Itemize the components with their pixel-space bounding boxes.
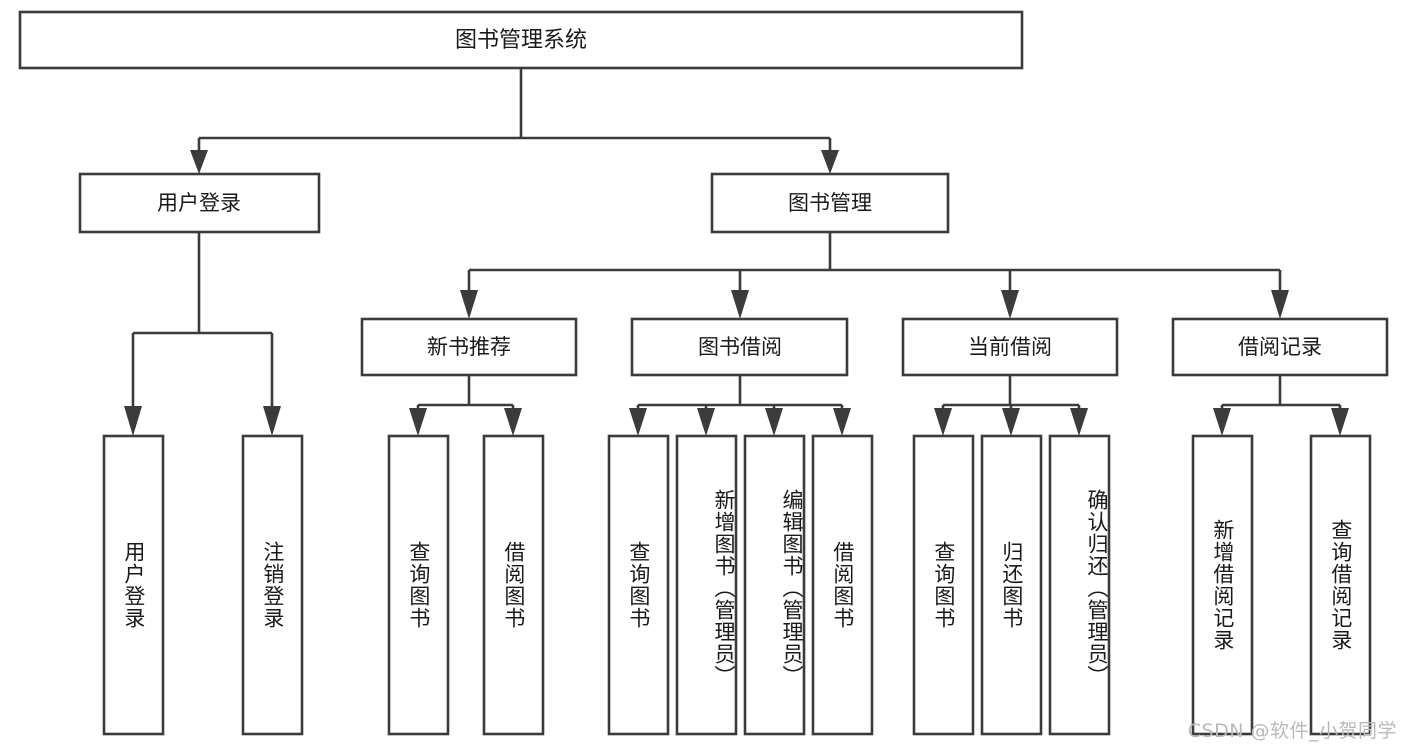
node-user-login[interactable]: 用户登录 [78, 172, 321, 234]
leaf-box-edit-book[interactable] [743, 434, 806, 736]
node-new-rec-box[interactable] [360, 317, 578, 377]
leaf-box-logout[interactable] [241, 434, 304, 736]
arrowhead-borrow [731, 290, 749, 319]
node-borrow[interactable]: 图书借阅 [630, 317, 849, 377]
arrowhead-leaf-borrow-book-2 [833, 408, 851, 436]
arrowhead-new-rec [460, 290, 478, 319]
node-book-mgmt-box[interactable] [710, 172, 950, 234]
arrowhead-leaf-add-book [697, 408, 715, 436]
arrowhead-leaf-query-book-1 [409, 408, 427, 436]
node-borrow-box[interactable] [630, 317, 849, 377]
node-borrow-label: 图书借阅 [698, 335, 782, 359]
arrowhead-leaf-edit-book [765, 408, 783, 436]
leaf-box-confirm-return[interactable] [1048, 434, 1111, 736]
arrowhead-leaf-query-record [1331, 408, 1349, 436]
node-current-box[interactable] [901, 317, 1119, 377]
arrowhead-leaf-query-book-3 [934, 408, 952, 436]
node-record-box[interactable] [1171, 317, 1389, 377]
node-user-login-label: 用户登录 [157, 191, 241, 215]
arrowhead-leaf-return-book [1002, 408, 1020, 436]
watermark-text: CSDN @软件_小贺同学 [1187, 720, 1397, 742]
node-user-login-box[interactable] [78, 172, 321, 234]
node-root[interactable]: 图书管理系统 [18, 10, 1024, 70]
node-root-box[interactable] [18, 10, 1024, 70]
leaf-box-borrow-book-1[interactable] [482, 434, 545, 736]
arrowhead-leaf-logout [263, 406, 281, 436]
leaf-box-add-book[interactable] [675, 434, 738, 736]
arrowhead-leaf-query-book-2 [629, 408, 647, 436]
arrowhead-leaf-add-record [1213, 408, 1231, 436]
node-root-label: 图书管理系统 [455, 28, 587, 53]
leaf-box-query-book-1[interactable] [387, 434, 450, 736]
arrowhead-user-login [190, 150, 208, 174]
node-new-rec[interactable]: 新书推荐 [360, 317, 578, 377]
arrowhead-record [1271, 290, 1289, 319]
leaf-box-add-record[interactable] [1191, 434, 1254, 736]
leaf-box-return-book[interactable] [980, 434, 1043, 736]
node-record-label: 借阅记录 [1238, 335, 1322, 359]
arrowhead-leaf-confirm-return [1070, 408, 1088, 436]
leaf-box-query-book-3[interactable] [912, 434, 975, 736]
node-book-mgmt[interactable]: 图书管理 [710, 172, 950, 234]
connector-group [124, 68, 1349, 436]
node-current[interactable]: 当前借阅 [901, 317, 1119, 377]
arrowhead-book-mgmt [821, 150, 839, 174]
node-record[interactable]: 借阅记录 [1171, 317, 1389, 377]
node-book-mgmt-label: 图书管理 [788, 191, 872, 215]
node-new-rec-label: 新书推荐 [427, 335, 511, 359]
leaf-box-query-book-2[interactable] [607, 434, 670, 736]
node-current-label: 当前借阅 [968, 335, 1052, 359]
arrowhead-leaf-borrow-book-1 [504, 408, 522, 436]
leaf-box-borrow-book-2[interactable] [811, 434, 874, 736]
leaf-box-query-record[interactable] [1309, 434, 1372, 736]
leaf-box-user-login[interactable] [102, 434, 165, 736]
arrowhead-leaf-user-login [124, 406, 142, 436]
arrowhead-current [1001, 290, 1019, 319]
